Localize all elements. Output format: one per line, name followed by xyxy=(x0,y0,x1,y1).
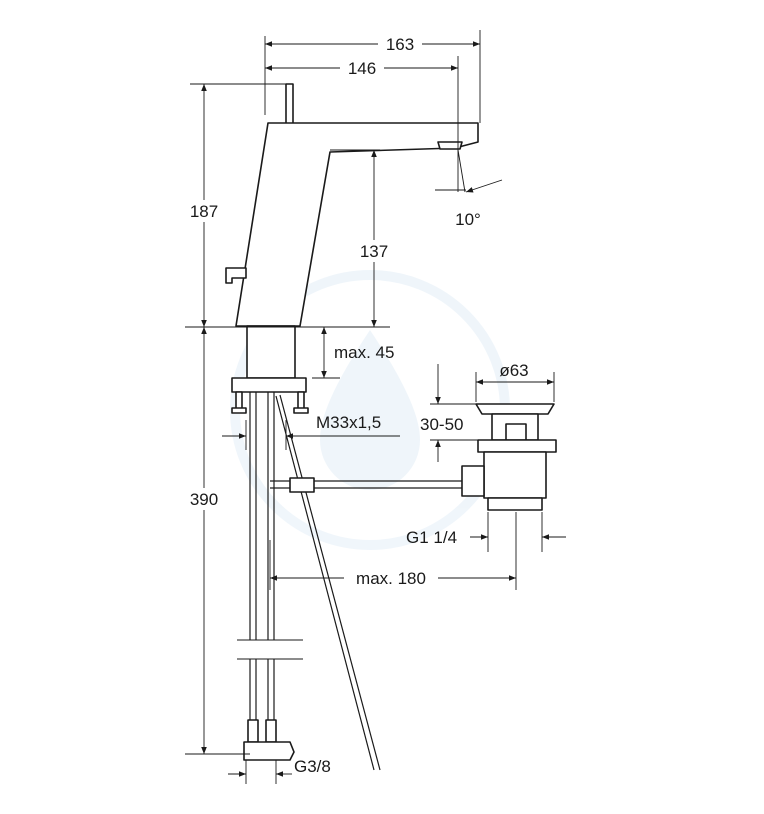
faucet-neck xyxy=(246,325,296,379)
overflow-connection xyxy=(461,465,485,497)
dim-angle: 10° xyxy=(455,210,481,229)
aerator xyxy=(437,141,463,150)
pop-up-rod xyxy=(270,394,462,771)
mounting-assembly xyxy=(231,377,309,414)
drain-plug xyxy=(475,403,555,415)
supply-hoses xyxy=(237,392,303,761)
dim-30-50: 30-50 xyxy=(420,415,463,434)
dim-137: 137 xyxy=(360,242,388,261)
lever xyxy=(285,83,294,125)
nut-left xyxy=(231,407,247,414)
faucet-body xyxy=(225,83,479,379)
dim-max-45: max. 45 xyxy=(334,343,394,362)
hose-connector xyxy=(243,741,295,761)
waste-drain xyxy=(461,403,557,511)
dimension-labels: 163 146 187 137 10° max. 45 M33x1,5 ø63 … xyxy=(184,33,529,776)
pop-up-knob xyxy=(225,267,247,284)
dim-g1-1-4: G1 1/4 xyxy=(406,528,457,547)
dim-g3-8: G3/8 xyxy=(294,757,331,776)
rod-clip xyxy=(289,477,315,493)
dim-146: 146 xyxy=(348,59,376,78)
dim-thread-m33: M33x1,5 xyxy=(316,413,381,432)
dim-390: 390 xyxy=(190,490,218,509)
dim-max-180: max. 180 xyxy=(356,569,426,588)
nut-right xyxy=(293,407,309,414)
dimension-lines xyxy=(185,30,566,784)
dim-163: 163 xyxy=(386,35,414,54)
mounting-plate xyxy=(231,377,307,393)
dim-diameter-63: ø63 xyxy=(499,361,528,380)
dim-187: 187 xyxy=(190,202,218,221)
